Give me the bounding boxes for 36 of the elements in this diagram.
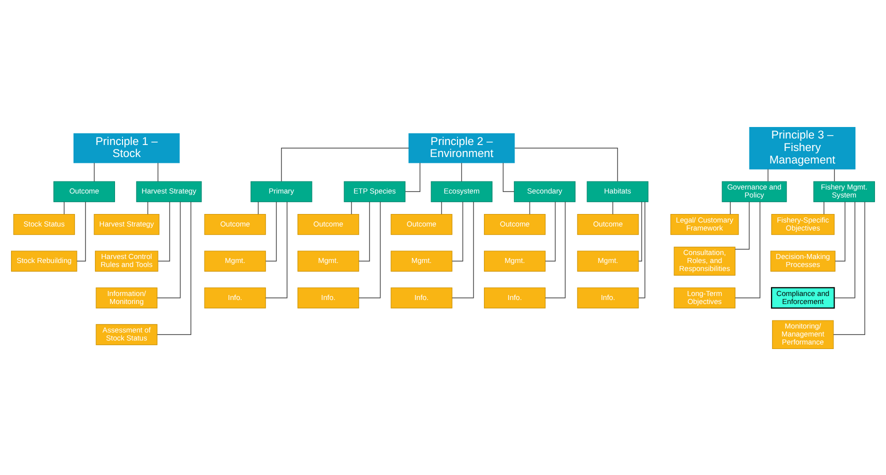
node-box: Principle 2 – Environment [408,132,515,163]
connector [281,147,410,182]
connector [358,201,370,262]
connector [833,201,866,334]
connector [156,200,181,298]
node-box: Principle 3 – Fishery Management [749,126,856,169]
connector [265,200,288,298]
connector [452,201,464,262]
connector [638,201,642,262]
connector [514,147,618,182]
connector [441,200,442,214]
connector [612,200,614,214]
connector [834,168,835,182]
connector [730,200,731,214]
connector [351,200,352,214]
connector [258,200,259,214]
connector [638,200,646,298]
connector [64,200,65,214]
connector [734,200,760,298]
connector [834,200,856,298]
connector [734,201,750,250]
connector [502,162,514,192]
connector [358,200,381,298]
connector [461,162,462,182]
connector [405,162,420,192]
node-box: Principle 1 – Stock [73,132,180,163]
connector [545,201,556,262]
connector [156,201,192,334]
connector [452,200,474,298]
connector [529,200,530,214]
connector [94,162,95,182]
connector [834,201,846,262]
connector [147,200,148,214]
connector [76,201,86,262]
connector [265,201,277,262]
connector [544,200,566,298]
